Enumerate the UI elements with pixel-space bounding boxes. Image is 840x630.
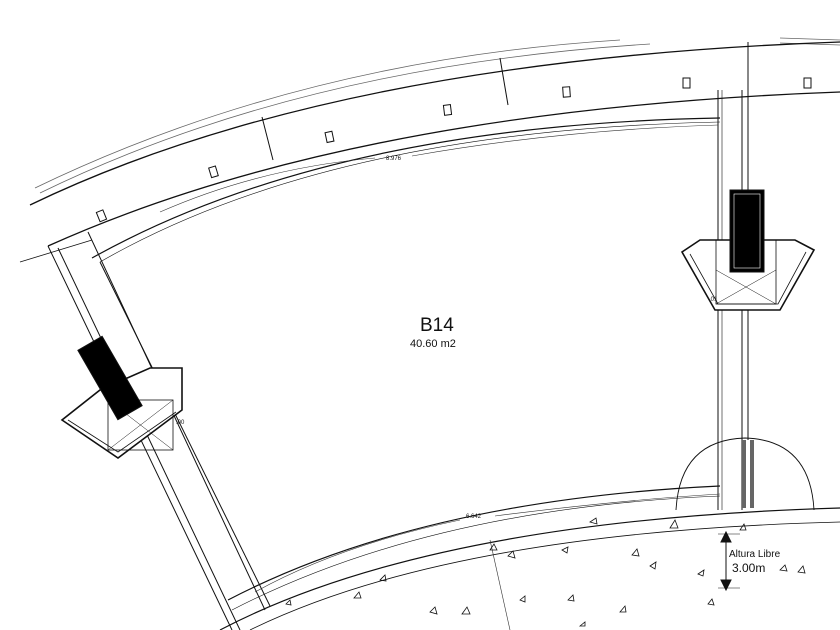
arch-opening xyxy=(675,437,815,511)
left-door-unit xyxy=(60,335,183,459)
terrain-hatch xyxy=(285,517,806,627)
right-door-dimension: .01 xyxy=(709,297,718,303)
room-boundary xyxy=(19,117,721,263)
facade-dividers xyxy=(261,42,749,161)
right-door-unit xyxy=(680,189,816,311)
outer-wall-lines xyxy=(34,37,840,194)
clearance-marker xyxy=(718,530,740,592)
dimension-lines xyxy=(159,124,721,630)
bottom-wall xyxy=(219,485,840,630)
clearance-value: 3.00m xyxy=(732,561,765,575)
facade-anchors xyxy=(95,77,812,223)
left-door-dimension: .00 xyxy=(176,420,185,426)
clearance-label: Altura Libre xyxy=(729,549,781,560)
room-name-label: B14 xyxy=(420,315,454,336)
outer-wall xyxy=(29,41,840,247)
bottom-arc-dimension: 6.642 xyxy=(466,514,482,520)
top-arc-dimension: 8.976 xyxy=(386,156,402,162)
room-area-label: 40.60 m2 xyxy=(410,338,456,350)
